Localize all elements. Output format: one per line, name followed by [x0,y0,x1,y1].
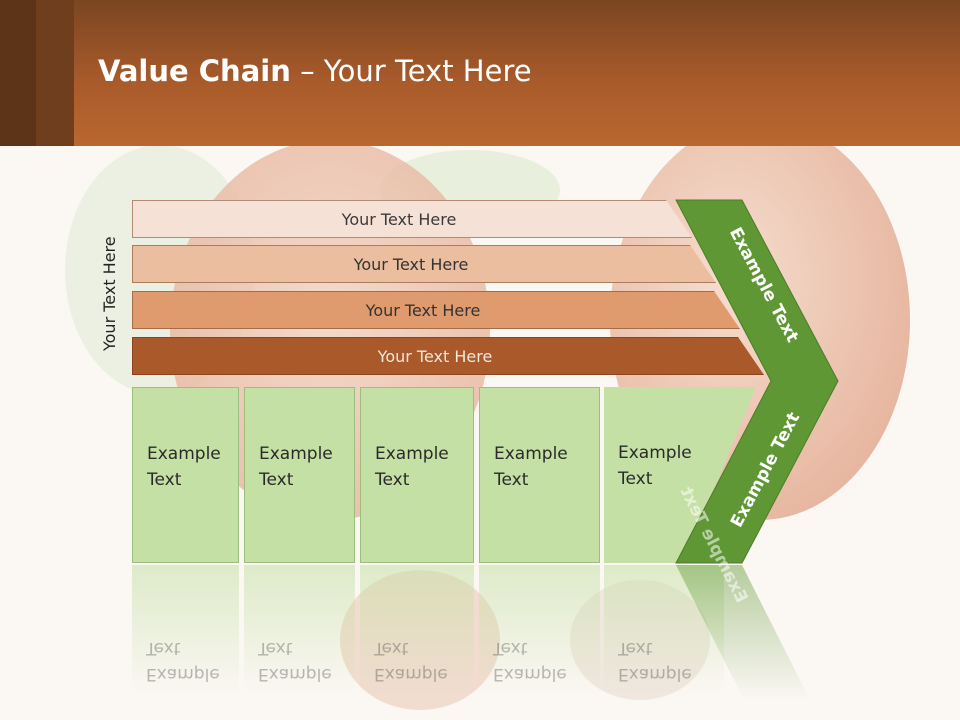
support-band-label: Your Text Here [365,300,481,320]
support-band-label: Your Text Here [377,346,493,366]
slide-title: Value Chain – Your Text Here [98,54,532,88]
activity-box-3: Example Text [360,387,474,563]
activity-box-reflection: Example Text [132,565,239,695]
support-band-3: Your Text Here [132,291,740,329]
chevron-reflection [676,565,810,700]
activity-box-1: Example Text [132,387,239,563]
activity-box-reflection: Example Text [244,565,355,695]
activity-box-4: Example Text [479,387,600,563]
header-accent-bar [36,0,74,146]
slide-title-rest: – Your Text Here [290,54,532,88]
support-band-2: Your Text Here [132,245,716,283]
activity-box-reflection: Example Text [360,565,474,695]
support-band-label: Your Text Here [353,254,469,274]
support-band-4: Your Text Here [132,337,764,375]
support-band-1: Your Text Here [132,200,692,238]
slide-title-bold: Value Chain [98,54,291,88]
activity-box-2: Example Text [244,387,355,563]
chevron-shape [675,199,839,564]
activity-box-reflection: Example Text [479,565,600,695]
header-accent-bar [0,0,36,146]
header-banner: Value Chain – Your Text Here [0,0,960,146]
support-band-label: Your Text Here [341,209,457,229]
